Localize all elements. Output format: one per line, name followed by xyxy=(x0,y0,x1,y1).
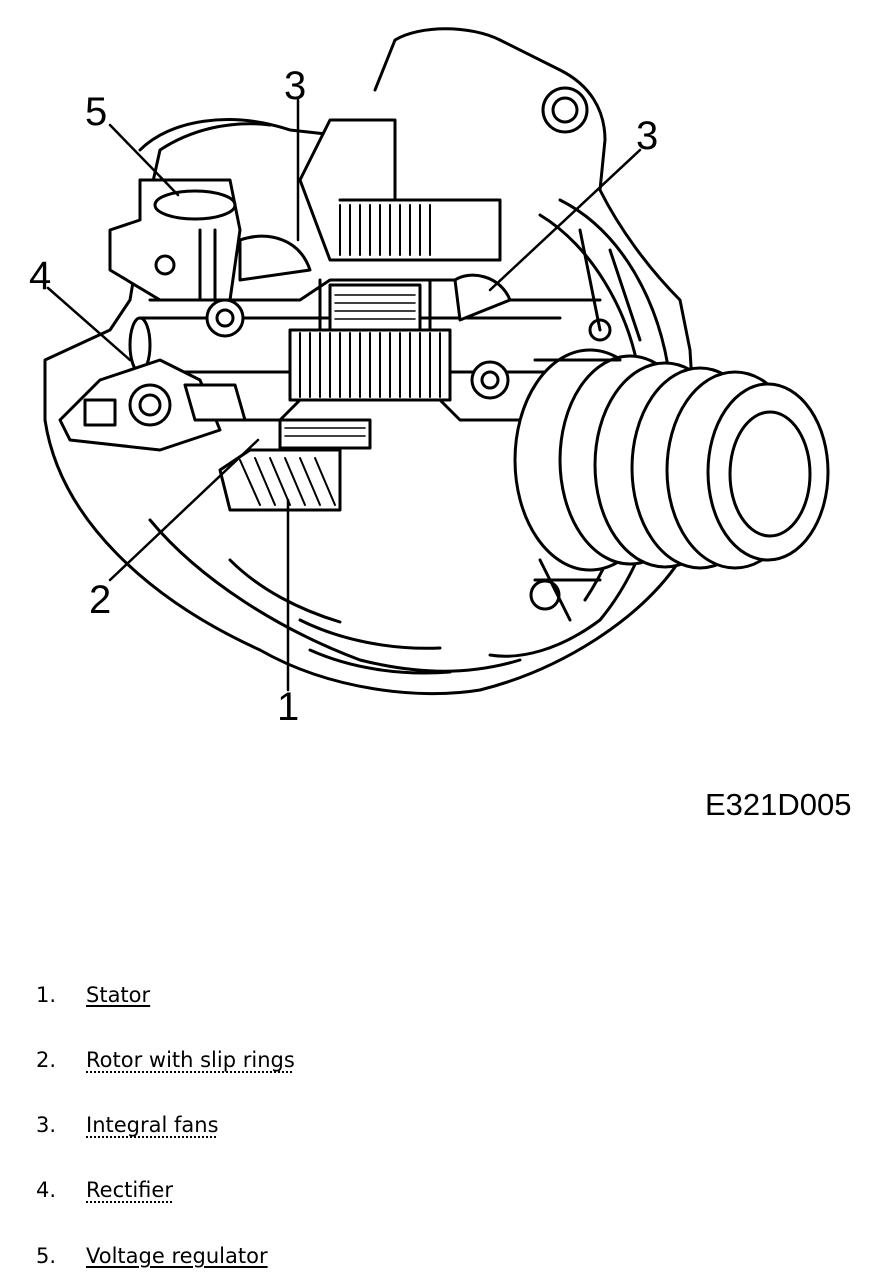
front-fan xyxy=(453,273,512,322)
stator-slot-block xyxy=(278,418,372,450)
callout-2: 2 xyxy=(89,578,112,622)
pulley-hub xyxy=(533,358,622,582)
rear-bearing xyxy=(205,298,245,338)
legend-number: 2. xyxy=(36,1048,57,1072)
callout-5: 5 xyxy=(85,90,108,134)
bracket-mount-hole xyxy=(541,86,589,134)
front-bracket-spoke-3 xyxy=(538,558,572,622)
figure-id: E321D005 xyxy=(705,787,852,822)
rear-fan xyxy=(238,234,312,282)
legend-term-rotor[interactable]: Rotor with slip rings xyxy=(86,1048,295,1072)
legend-term-fans[interactable]: Integral fans xyxy=(86,1113,219,1137)
rotor-winding-hatching xyxy=(299,332,441,398)
rectifier-diode xyxy=(128,383,172,427)
front-bracket-spoke-1 xyxy=(578,228,602,332)
callout-leaders xyxy=(46,98,642,692)
connector-wire-hatching xyxy=(339,204,431,256)
claw-pole-upper xyxy=(318,278,432,332)
leader-4 xyxy=(46,286,132,362)
housing-fin-1 xyxy=(298,618,442,650)
housing-rear-dome xyxy=(138,118,382,152)
callout-1: 1 xyxy=(277,685,300,729)
housing-fin-2 xyxy=(308,648,452,675)
housing-fin-3 xyxy=(228,558,342,624)
leader-3b xyxy=(488,148,642,292)
front-bearing xyxy=(470,360,510,400)
pulley-bore xyxy=(728,410,812,538)
leader-2 xyxy=(108,438,260,582)
callout-3-rear-fan: 3 xyxy=(284,64,307,108)
housing-lower-shell xyxy=(43,418,682,696)
alternator-cutaway-diagram xyxy=(43,27,830,696)
legend-link-regulator[interactable]: Voltage regulator xyxy=(86,1244,268,1268)
legend-number: 5. xyxy=(36,1244,57,1268)
leader-5 xyxy=(108,123,180,197)
housing-rear-outline xyxy=(43,122,272,422)
callout-4: 4 xyxy=(29,254,52,298)
legend-number: 4. xyxy=(36,1178,57,1202)
housing-shell-inner xyxy=(148,518,522,673)
legend-link-stator[interactable]: Stator xyxy=(86,983,151,1007)
internal-wall-upper xyxy=(148,278,602,302)
stator-upper-lamination xyxy=(328,283,422,332)
stator-winding-hatching xyxy=(239,457,336,506)
callout-3-front-fan: 3 xyxy=(636,114,659,158)
legend-term-rectifier[interactable]: Rectifier xyxy=(86,1178,173,1202)
legend-number: 3. xyxy=(36,1113,57,1137)
voltage-regulator-assembly xyxy=(108,178,242,302)
legend-number: 1. xyxy=(36,983,57,1007)
front-bracket-spoke-2 xyxy=(608,248,642,342)
